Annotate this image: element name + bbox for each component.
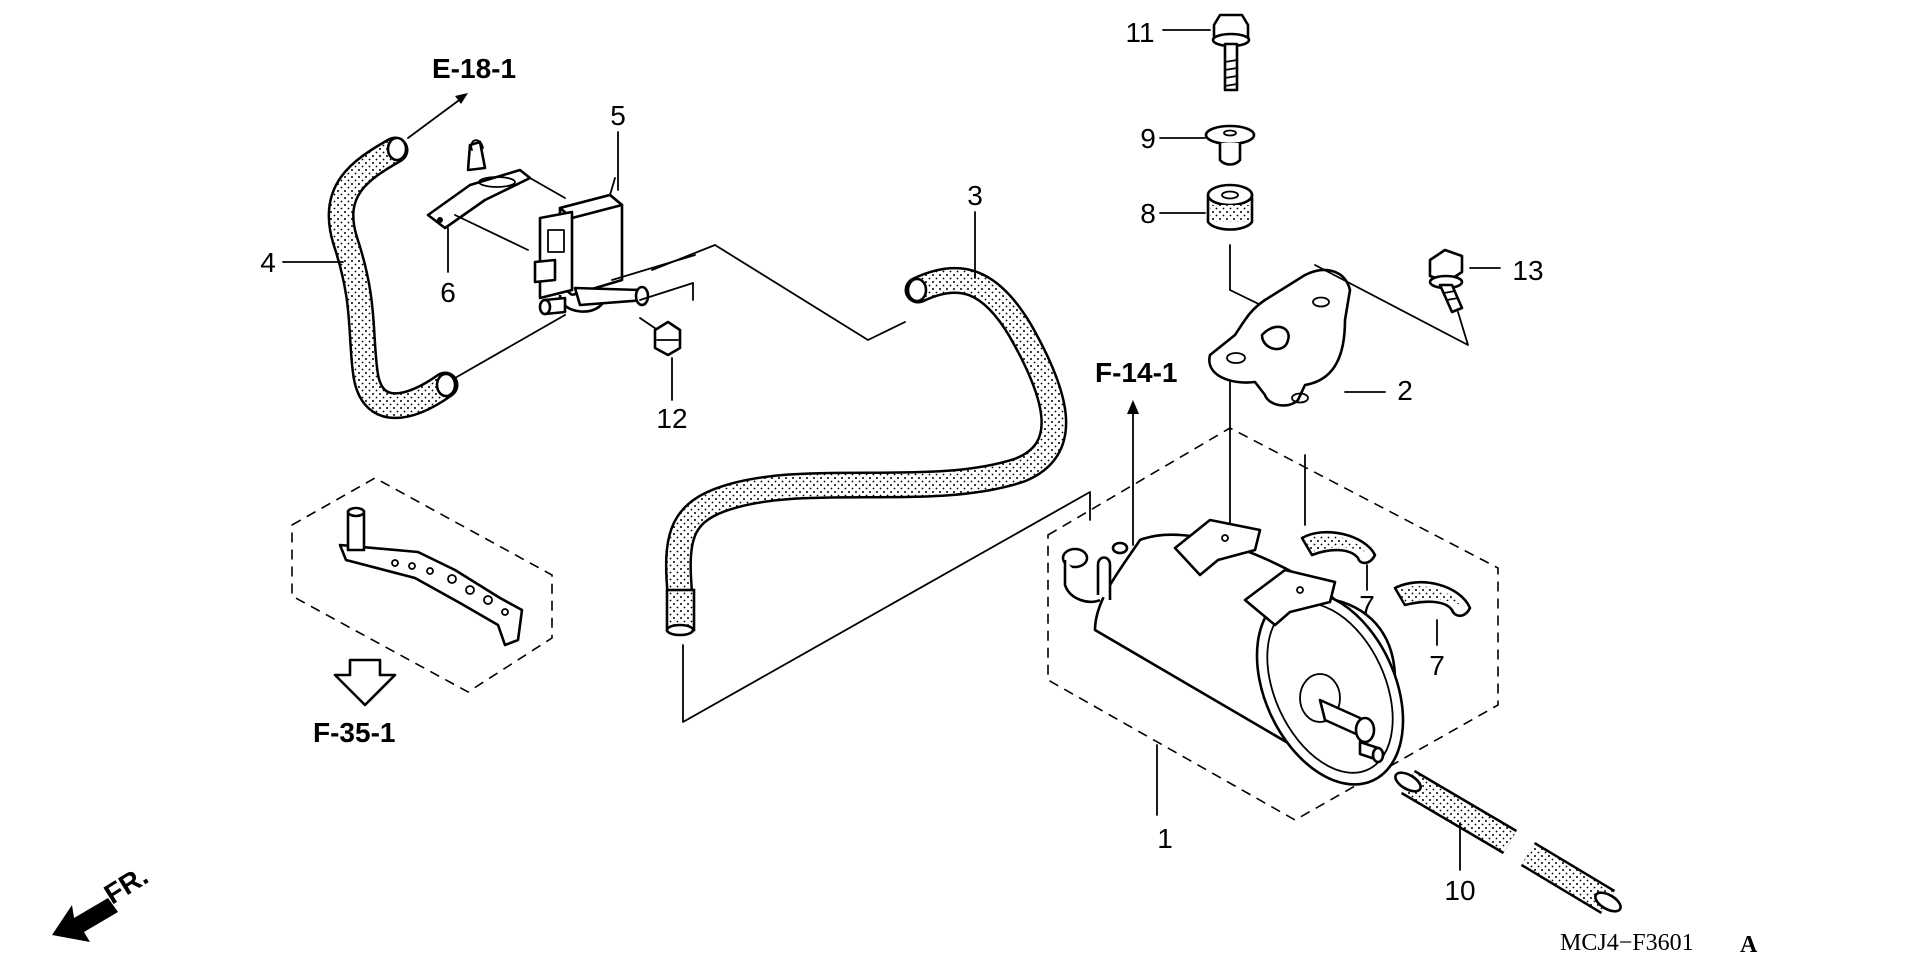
dashed-subassembly-box xyxy=(291,477,553,693)
ref-arrow-f14 xyxy=(1127,400,1139,546)
ref-e-18-1: E-18-1 xyxy=(432,53,516,84)
callout-1: 1 xyxy=(1157,823,1173,854)
figure-code: MCJ4−F3601 xyxy=(1560,930,1694,956)
hose-part-3 xyxy=(664,266,1068,637)
callout-13: 13 xyxy=(1512,255,1543,286)
holder-part-7-a xyxy=(1300,530,1377,565)
dashed-canister-box xyxy=(1047,427,1499,821)
grommet-part-8 xyxy=(1206,183,1254,231)
callout-10: 10 xyxy=(1444,875,1475,906)
callout-3: 3 xyxy=(967,180,983,211)
front-direction-arrow-icon xyxy=(52,898,118,942)
leader-hose3-top xyxy=(714,244,906,341)
leader-valve-right-2 xyxy=(639,282,694,301)
solenoid-valve-part-5 xyxy=(533,177,650,316)
bolt-part-13 xyxy=(1428,248,1464,314)
callout-2: 2 xyxy=(1397,375,1413,406)
callout-6: 6 xyxy=(440,277,456,308)
leader-hose3-top-2 xyxy=(651,244,716,271)
callout-7a: 7 xyxy=(1359,590,1375,621)
screw-part-12 xyxy=(639,317,682,357)
callout-5: 5 xyxy=(610,100,626,131)
callout-8: 8 xyxy=(1140,198,1156,229)
holder-part-7-b xyxy=(1393,580,1472,618)
hollow-down-arrow-icon xyxy=(333,658,397,707)
callout-9: 9 xyxy=(1140,123,1156,154)
leader-hose3-bottom xyxy=(682,491,1091,723)
figure-suffix: A xyxy=(1740,932,1758,958)
canister-part-1 xyxy=(1061,518,1405,786)
callout-11: 11 xyxy=(1125,17,1154,48)
callout-4: 4 xyxy=(260,247,276,278)
stay-part-2 xyxy=(1208,268,1352,407)
ref-f-14-1: F-14-1 xyxy=(1095,357,1177,388)
callout-12: 12 xyxy=(656,403,687,434)
hose-part-4 xyxy=(327,136,459,420)
bolt-part-11 xyxy=(1211,13,1251,92)
bracket-part-6 xyxy=(426,139,566,230)
ref-arrow-e18 xyxy=(407,93,468,139)
leader-bolt13-to-stay xyxy=(1314,264,1469,346)
leader-hose-to-valve xyxy=(454,314,566,379)
tube-part-10 xyxy=(1394,769,1622,915)
leader-bracket-to-valve xyxy=(454,214,529,251)
callout-7b: 7 xyxy=(1429,650,1445,681)
collar-part-9 xyxy=(1204,124,1256,166)
ref-f-35-1: F-35-1 xyxy=(313,717,395,748)
